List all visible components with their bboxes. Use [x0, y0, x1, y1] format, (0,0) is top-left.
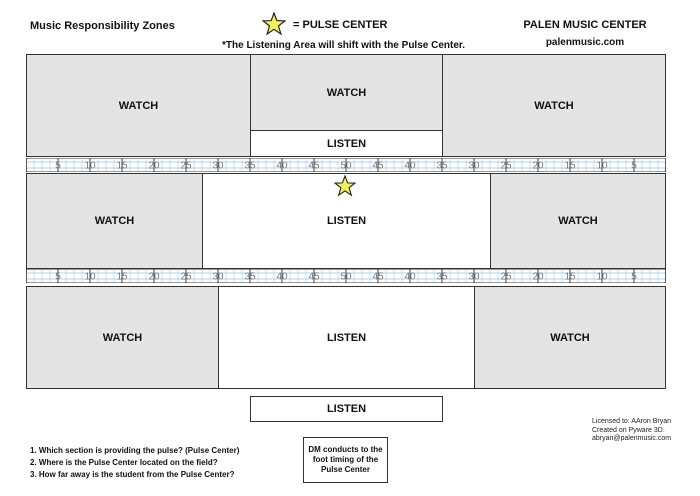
- zone-label: WATCH: [558, 215, 598, 227]
- yard-number: 25: [180, 272, 192, 283]
- zone-label: WATCH: [326, 86, 367, 99]
- yard-number: 45: [308, 161, 320, 172]
- listen-zone-row1: LISTEN: [250, 130, 443, 157]
- credits: Licensed to: AAron Bryan Created on Pywa…: [592, 418, 671, 444]
- yard-number: 50: [340, 272, 352, 283]
- credits-email: abryan@palenmusic.com: [592, 435, 672, 442]
- brand-name: PALEN MUSIC CENTER: [523, 19, 647, 31]
- yard-number: 10: [596, 272, 608, 283]
- yard-number: 15: [564, 272, 576, 283]
- zone-label: LISTEN: [326, 403, 367, 415]
- yard-number: 30: [212, 272, 224, 283]
- yardline-strip-top: 5 10 15 20 25 30 35 40 45 50 45 40 35 30 25 20 15 10 5: [26, 158, 666, 172]
- question-item: 1. Which section is providing the pulse?…: [30, 446, 240, 455]
- page-title: Music Responsibility Zones: [30, 20, 175, 32]
- question-item: 3. How far away is the student from the …: [30, 470, 235, 479]
- yard-number: 5: [631, 161, 637, 172]
- yard-number: 40: [276, 272, 288, 283]
- yard-number: 40: [276, 161, 288, 172]
- yard-number: 25: [500, 161, 512, 172]
- yard-number: 35: [244, 272, 256, 283]
- yard-number: 15: [116, 272, 128, 283]
- listen-zone-row3: LISTEN: [218, 286, 475, 389]
- star-icon: [334, 175, 356, 197]
- yard-number: 40: [404, 272, 416, 283]
- dm-note-text: DM conducts to the foot timing of the Pu…: [308, 445, 383, 474]
- yard-number: 35: [244, 161, 256, 172]
- zone-label: WATCH: [94, 215, 135, 227]
- listen-zone-bottom: LISTEN: [250, 396, 443, 422]
- yard-number: 35: [436, 161, 448, 172]
- yard-number: 20: [148, 161, 160, 172]
- watch-zone-row1-right: WATCH: [442, 54, 666, 157]
- yard-number: 30: [468, 272, 480, 283]
- watch-zone-row1-center: WATCH: [250, 54, 443, 131]
- yard-number: 10: [596, 161, 608, 172]
- yard-number: 30: [212, 161, 224, 172]
- watch-zone-row3-right: WATCH: [474, 286, 666, 389]
- zone-label: WATCH: [534, 99, 574, 112]
- zone-label: LISTEN: [326, 331, 367, 344]
- yard-number: 5: [55, 161, 61, 172]
- questions-list: 1. Which section is providing the pulse?…: [30, 445, 239, 481]
- dm-note: DM conducts to the foot timing of the Pu…: [303, 437, 388, 483]
- zone-label: WATCH: [550, 331, 590, 344]
- yard-number: 20: [532, 272, 544, 283]
- zone-label: LISTEN: [326, 137, 367, 150]
- yard-number: 45: [372, 272, 384, 283]
- watch-zone-row2-left: WATCH: [26, 173, 203, 269]
- credits-licensed: Licensed to: AAron Bryan: [592, 418, 671, 425]
- yardline-strip-bottom: 5 10 15 20 25 30 35 40 45 50 45 40 35 30 25 20 15 10 5: [26, 269, 666, 283]
- legend-label: = PULSE CENTER: [293, 19, 388, 31]
- listening-note: *The Listening Area will shift with the …: [222, 40, 466, 51]
- yard-number: 20: [148, 272, 160, 283]
- yard-number: 15: [564, 161, 576, 172]
- star-icon: [262, 12, 286, 36]
- yard-number: 50: [340, 161, 352, 172]
- watch-zone-row2-right: WATCH: [490, 173, 666, 269]
- yard-number: 30: [468, 161, 480, 172]
- yard-number: 25: [500, 272, 512, 283]
- credits-created: Created on Pyware 3D.: [592, 426, 665, 434]
- yard-number: 10: [84, 161, 96, 172]
- yard-number: 15: [116, 161, 128, 172]
- watch-zone-row3-left: WATCH: [26, 286, 219, 389]
- yard-number: 5: [631, 272, 637, 283]
- yard-number: 5: [55, 272, 61, 283]
- yard-number: 45: [308, 272, 320, 283]
- brand-url: palenmusic.com: [545, 37, 625, 48]
- yard-number: 35: [436, 272, 448, 283]
- yard-number: 10: [84, 272, 96, 283]
- question-item: 2. Where is the Pulse Center located on …: [30, 458, 218, 467]
- zone-label: WATCH: [118, 99, 159, 112]
- yard-number: 20: [532, 161, 544, 172]
- zone-label: WATCH: [102, 331, 143, 344]
- zone-label: LISTEN: [326, 215, 367, 227]
- yard-number: 25: [180, 161, 192, 172]
- yard-number: 45: [372, 161, 384, 172]
- watch-zone-row1-left: WATCH: [26, 54, 251, 157]
- yard-number: 40: [404, 161, 416, 172]
